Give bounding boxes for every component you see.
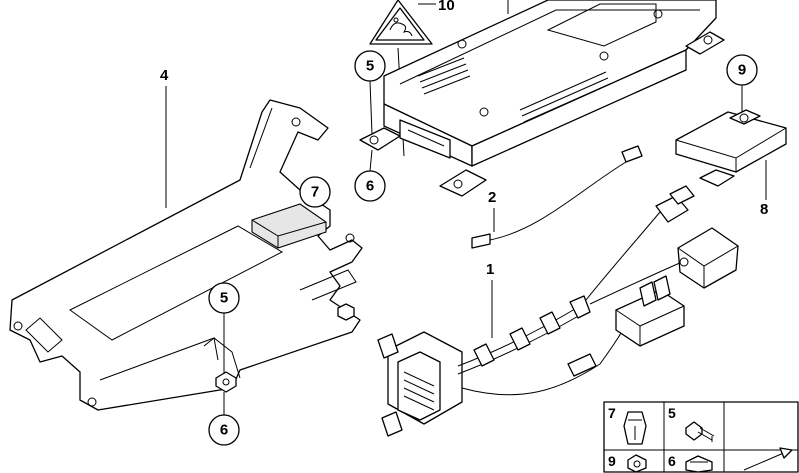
part-10-label: 10 — [438, 0, 455, 14]
small-parts-legend: 7 5 9 6 — [603, 401, 799, 473]
part-2-label: 2 — [488, 189, 496, 206]
screw-icon — [685, 421, 715, 442]
svg-text:9: 9 — [738, 62, 746, 79]
legend-cell-7: 7 — [608, 405, 616, 421]
warning-label-part-10[interactable] — [369, 0, 433, 45]
callout-5-bracket[interactable]: 5 — [208, 282, 240, 314]
svg-text:5: 5 — [366, 58, 374, 75]
svg-text:7: 7 — [311, 184, 319, 201]
flange-nut-icon — [685, 455, 713, 473]
svg-text:5: 5 — [220, 290, 228, 307]
hex-nut-icon — [627, 454, 647, 473]
callout-6-bracket[interactable]: 6 — [208, 414, 240, 446]
part-1-label: 1 — [486, 261, 494, 278]
callout-9[interactable]: 9 — [726, 54, 758, 86]
bracket-part-4[interactable] — [9, 99, 363, 411]
arrow-icon — [743, 447, 793, 471]
module-part-8[interactable] — [675, 109, 787, 187]
legend-cell-9: 9 — [608, 453, 616, 469]
part-4-label: 4 — [160, 67, 169, 84]
legend-cell-6: 6 — [668, 453, 676, 469]
callout-5-unit[interactable]: 5 — [354, 50, 386, 82]
harness-part-1[interactable] — [377, 185, 739, 437]
callout-6-unit[interactable]: 6 — [354, 170, 386, 202]
svg-text:6: 6 — [366, 178, 374, 195]
svg-text:6: 6 — [220, 422, 228, 439]
legend-cell-5: 5 — [668, 405, 676, 421]
callout-7[interactable]: 7 — [299, 176, 331, 208]
part-8-label: 8 — [760, 201, 768, 218]
control-unit[interactable] — [359, 0, 725, 197]
pad-part-7[interactable] — [251, 203, 327, 249]
cable-part-2[interactable] — [471, 145, 643, 249]
clip-nut-icon — [623, 411, 647, 445]
